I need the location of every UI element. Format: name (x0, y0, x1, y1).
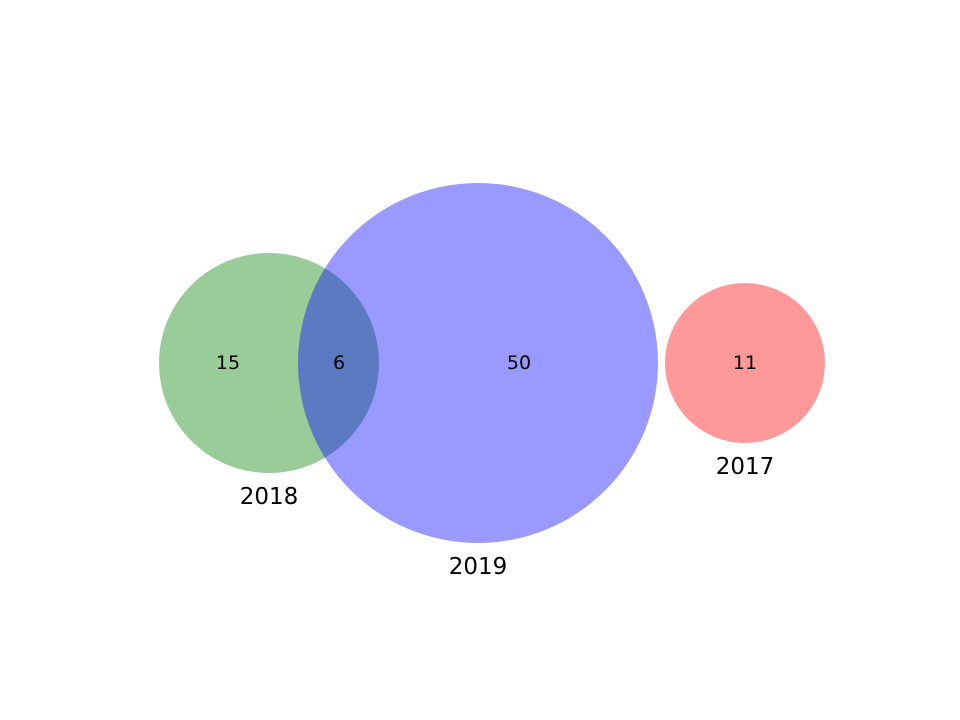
region-count-only-2017: 11 (733, 352, 757, 374)
set-circle-2017 (665, 283, 825, 443)
set-label-2019: 2019 (449, 554, 508, 580)
set-label-2018: 2018 (240, 484, 299, 510)
region-count-only-2018: 15 (216, 352, 240, 374)
set-circle-2019 (298, 183, 658, 543)
region-count-2018-2019: 6 (333, 352, 345, 374)
set-label-2017: 2017 (716, 454, 775, 480)
region-count-only-2019: 50 (507, 352, 531, 374)
set-circle-2018 (159, 253, 379, 473)
